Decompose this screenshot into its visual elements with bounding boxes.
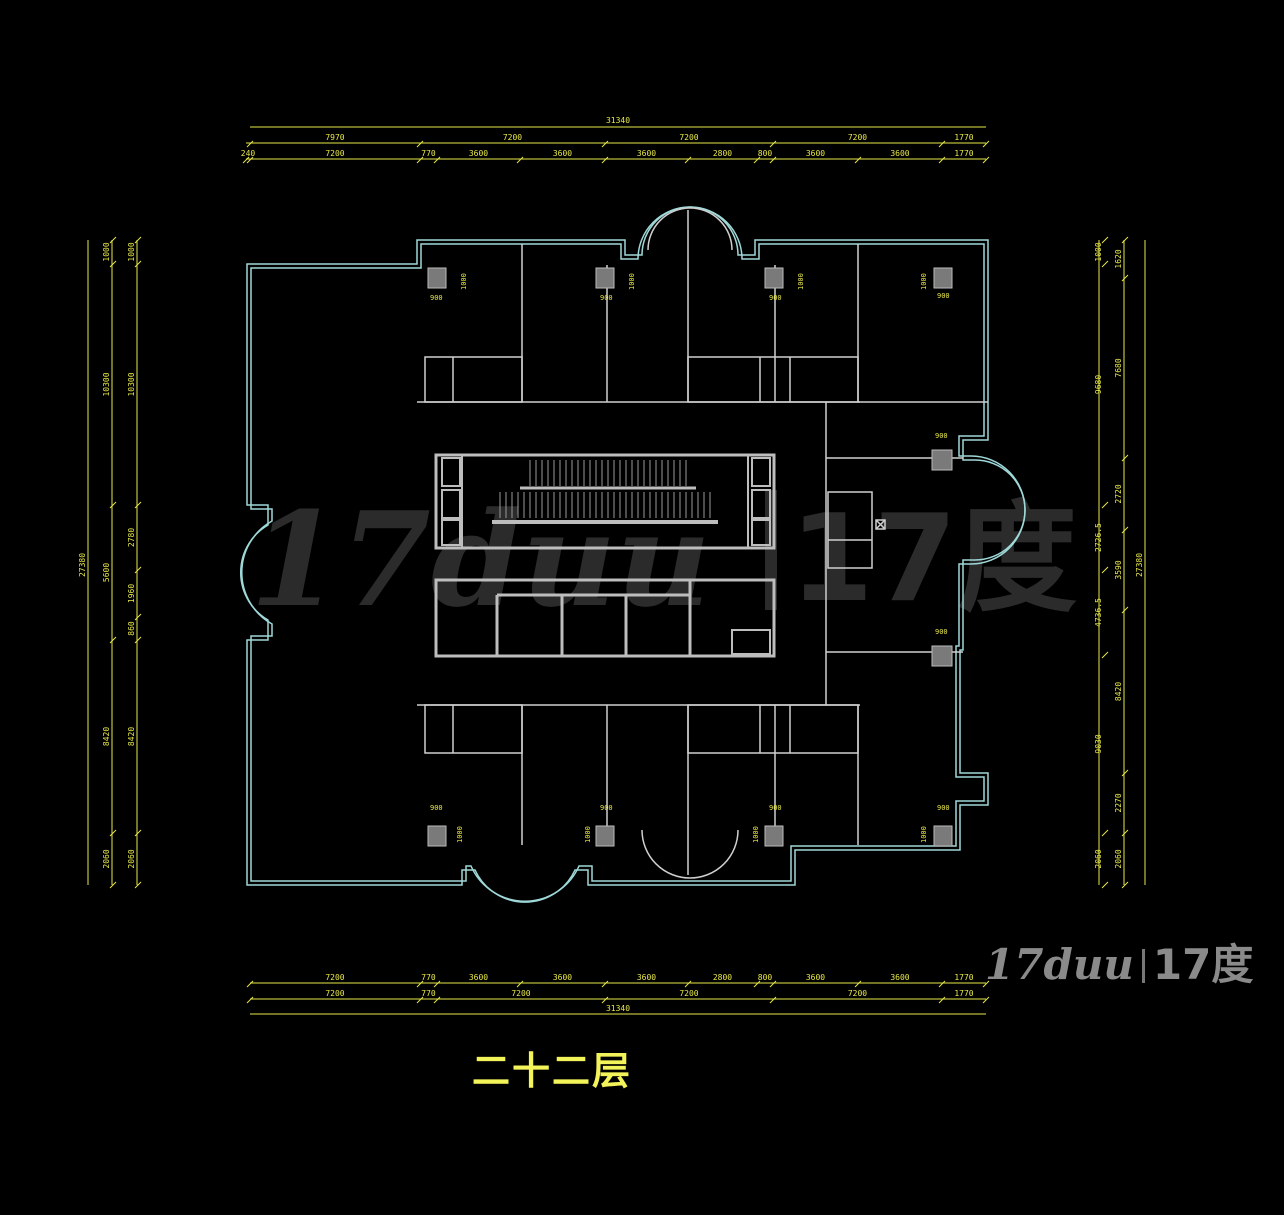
svg-text:1000: 1000 xyxy=(920,826,928,843)
top-row2-dim: 2800 xyxy=(713,149,732,158)
svg-text:1000: 1000 xyxy=(797,273,805,290)
floor-title: 二十二层 xyxy=(472,1049,633,1093)
watermark-cjk: 17度 xyxy=(790,490,1077,629)
watermark: 17duu 17度 xyxy=(250,483,1077,636)
bottom-row1-dim: 3600 xyxy=(553,973,572,982)
right-outer-dim: 4736.5 xyxy=(1094,598,1103,627)
svg-text:900: 900 xyxy=(937,804,950,812)
watermark-latin: 17duu xyxy=(250,483,711,636)
top-row2-dim: 240 xyxy=(241,149,256,158)
svg-text:900: 900 xyxy=(600,294,613,302)
left-outer-dim: 1000 xyxy=(102,242,111,261)
bottom-row1-dim: 800 xyxy=(758,973,773,982)
bottom-row1-dim: 3600 xyxy=(890,973,909,982)
svg-text:900: 900 xyxy=(935,628,948,636)
corner-logo: 17duu 17度 xyxy=(985,942,1253,988)
svg-text:900: 900 xyxy=(769,294,782,302)
left-inner-dim: 1960 xyxy=(127,584,136,603)
bottom-row2-dim: 7200 xyxy=(511,989,530,998)
svg-text:900: 900 xyxy=(430,804,443,812)
left-inner-dim: 2780 xyxy=(127,528,136,547)
svg-text:900: 900 xyxy=(600,804,613,812)
logo-cjk: 17度 xyxy=(1152,940,1254,989)
bottom-dimensions: 7200 770 3600 3600 3600 2800 800 3600 3600 1770 7… xyxy=(325,973,973,1013)
svg-text:900: 900 xyxy=(935,432,948,440)
left-inner-dim: 860 xyxy=(127,621,136,636)
shaft-boxes xyxy=(427,267,953,847)
svg-text:900: 900 xyxy=(430,294,443,302)
bottom-row2-dim: 7200 xyxy=(325,989,344,998)
right-outer-dim: 1000 xyxy=(1094,242,1103,261)
right-total-dim: 27380 xyxy=(1135,553,1144,577)
top-dimensions: 31340 7970 7200 7200 7200 1770 240 7200 770 360… xyxy=(241,116,974,158)
top-row2-dim: 800 xyxy=(758,149,773,158)
left-inner-dim: 2060 xyxy=(127,849,136,868)
right-inner-dim: 7680 xyxy=(1114,358,1123,377)
stair-treads xyxy=(499,460,711,518)
left-outer-dim: 2060 xyxy=(102,849,111,868)
right-inner-dim: 2270 xyxy=(1114,793,1123,812)
top-row2-dim: 3600 xyxy=(806,149,825,158)
bottom-row2-dim: 1770 xyxy=(954,989,973,998)
top-row1-dim: 7200 xyxy=(679,133,698,142)
svg-text:1000: 1000 xyxy=(584,826,592,843)
right-dimensions: 27380 1000 9680 2726.5 4736.5 9030 2060 1620 7… xyxy=(1094,242,1144,868)
top-total-dim: 31340 xyxy=(606,116,630,125)
svg-text:1000: 1000 xyxy=(628,273,636,290)
left-outer-dim: 8420 xyxy=(102,727,111,746)
svg-text:900: 900 xyxy=(769,804,782,812)
right-inner-dim: 1620 xyxy=(1114,249,1123,268)
left-total-dim: 27380 xyxy=(78,553,87,577)
right-outer-dim: 9680 xyxy=(1094,375,1103,394)
bottom-row1-dim: 3600 xyxy=(637,973,656,982)
logo-latin: 17duu xyxy=(985,940,1134,989)
bottom-row1-dim: 3600 xyxy=(806,973,825,982)
left-outer-dim: 10300 xyxy=(102,372,111,396)
right-outer-dim: 9030 xyxy=(1094,734,1103,753)
bottom-row2-dim: 770 xyxy=(421,989,436,998)
interior-walls xyxy=(417,207,988,879)
left-inner-dim: 8420 xyxy=(127,727,136,746)
svg-text:1000: 1000 xyxy=(460,273,468,290)
top-row2-dim: 3600 xyxy=(469,149,488,158)
right-inner-dim: 8420 xyxy=(1114,682,1123,701)
bottom-row1-dim: 3600 xyxy=(469,973,488,982)
left-dimensions: 27380 1000 10300 5600 8420 2060 1000 10300 278… xyxy=(78,242,136,868)
right-outer-dim: 2726.5 xyxy=(1094,523,1103,552)
right-outer-dim: 2060 xyxy=(1094,849,1103,868)
bottom-row1-dim: 1770 xyxy=(954,973,973,982)
exterior-walls xyxy=(240,206,1026,903)
left-inner-dim: 10300 xyxy=(127,372,136,396)
svg-text:900: 900 xyxy=(937,292,950,300)
top-row2-dim: 770 xyxy=(421,149,436,158)
svg-text:1000: 1000 xyxy=(752,826,760,843)
bottom-row1-dim: 2800 xyxy=(713,973,732,982)
top-row2-dim: 1770 xyxy=(954,149,973,158)
top-row1-dim: 1770 xyxy=(954,133,973,142)
bottom-row2-dim: 7200 xyxy=(848,989,867,998)
left-inner-dim: 1000 xyxy=(127,242,136,261)
bottom-row2-dim: 7200 xyxy=(679,989,698,998)
bottom-total-dim: 31340 xyxy=(606,1004,630,1013)
left-outer-dim: 5600 xyxy=(102,563,111,582)
svg-text:1000: 1000 xyxy=(456,826,464,843)
dimension-lines xyxy=(87,126,1146,1015)
top-row2-dim: 3600 xyxy=(637,149,656,158)
top-row1-dim: 7200 xyxy=(848,133,867,142)
building-core xyxy=(434,453,776,658)
bottom-row1-dim: 770 xyxy=(421,973,436,982)
dimension-ticks xyxy=(109,140,1129,1004)
right-inner-dim: 2720 xyxy=(1114,484,1123,503)
bottom-row1-dim: 7200 xyxy=(325,973,344,982)
top-row2-dim: 3600 xyxy=(553,149,572,158)
top-row1-dim: 7200 xyxy=(503,133,522,142)
top-row2-dim: 7200 xyxy=(325,149,344,158)
right-inner-dim: 2060 xyxy=(1114,849,1123,868)
top-row1-dim: 7970 xyxy=(325,133,344,142)
right-inner-dim: 3590 xyxy=(1114,560,1123,579)
svg-text:1000: 1000 xyxy=(920,273,928,290)
room-marks: 900 900 900 900 900 900 900 900 900 900 … xyxy=(430,273,950,843)
top-row2-dim: 3600 xyxy=(890,149,909,158)
